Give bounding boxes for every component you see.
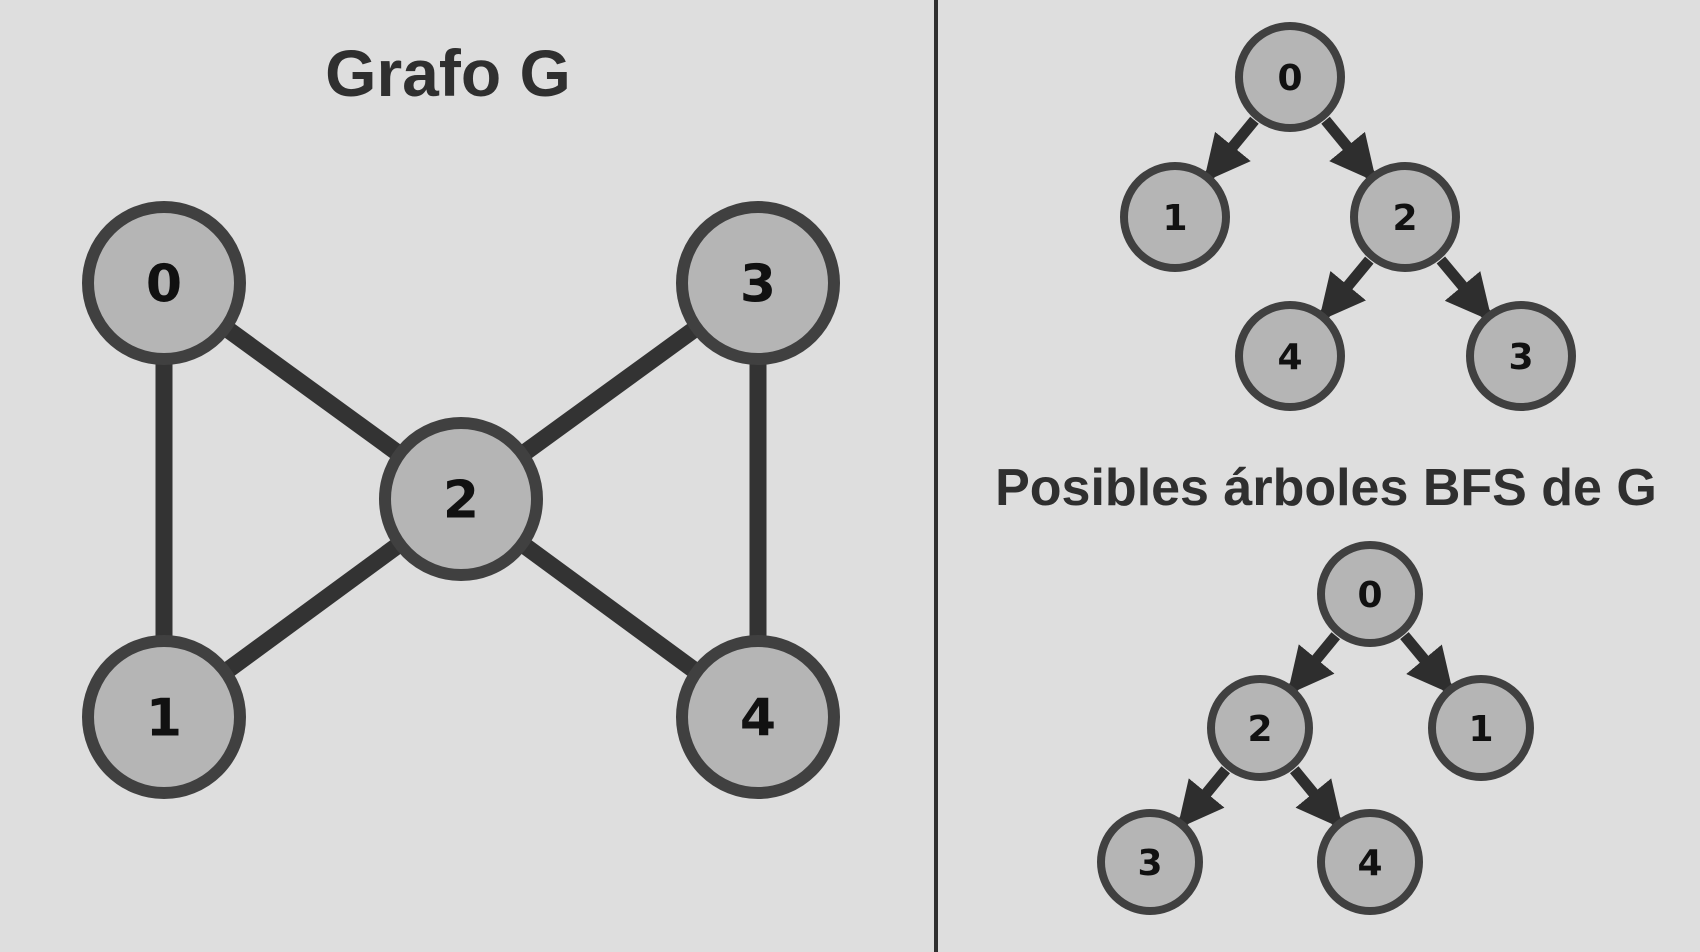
graph-title: Grafo G <box>325 36 571 110</box>
graph-node-0-circle <box>82 201 246 365</box>
bfs-tree-1-edge-2-3 <box>1436 256 1493 322</box>
graph-node-0: 0 <box>82 201 246 365</box>
bfs-tree-2-edge-0-2 <box>1287 632 1340 695</box>
graph-node-4-label: 4 <box>740 689 776 749</box>
bfs-tree-2-edge-2-4 <box>1290 766 1343 829</box>
bfs-tree-2-node-3-circle <box>1097 809 1203 915</box>
graph-node-1-circle <box>82 635 246 799</box>
bfs-tree-2-node-3: 3 <box>1097 809 1203 915</box>
bfs-tree-1-edge-0-2 <box>1321 116 1377 183</box>
bfs-tree-1-node-0-label: 0 <box>1277 58 1302 99</box>
graph-node-4-circle <box>676 635 840 799</box>
bfs-tree-2-node-1-label: 1 <box>1468 709 1493 750</box>
bfs-tree-2-node-3-label: 3 <box>1137 843 1162 884</box>
graph-node-0-label: 0 <box>146 255 182 315</box>
bfs-tree-2-node-4: 4 <box>1317 809 1423 915</box>
bfs-tree-2-node-2: 2 <box>1207 675 1313 781</box>
bfs-tree-2-edge-0-1 <box>1400 632 1454 695</box>
graph-node-2-label: 2 <box>443 471 479 531</box>
graph-node-2-circle <box>379 417 543 581</box>
bfs-tree-1-edge-0-1 <box>1203 116 1259 183</box>
graph-node-3-label: 3 <box>740 255 776 315</box>
bfs-tree-1-node-2-circle <box>1350 162 1460 272</box>
bfs-section-title: Posibles árboles BFS de G <box>995 459 1657 517</box>
bfs-tree-2-node-0-circle <box>1317 541 1423 647</box>
bfs-tree-2-node-1: 1 <box>1428 675 1534 781</box>
graph-node-3: 3 <box>676 201 840 365</box>
bfs-tree-1-node-4-label: 4 <box>1277 337 1302 378</box>
bfs-tree-2-edge-2-3 <box>1177 766 1230 829</box>
bfs-tree-2-node-1-circle <box>1428 675 1534 781</box>
bfs-tree-1-node-2-label: 2 <box>1392 198 1417 239</box>
bfs-tree-1-node-3: 3 <box>1466 301 1576 411</box>
bfs-tree-2-node-0-label: 0 <box>1357 575 1382 616</box>
bfs-tree-1-node-2: 2 <box>1350 162 1460 272</box>
graph-nodes: 0 1 2 3 4 <box>82 201 840 799</box>
graph-node-2: 2 <box>379 417 543 581</box>
bfs-tree-1-node-4: 4 <box>1235 301 1345 411</box>
bfs-tree-1-node-0: 0 <box>1235 22 1345 132</box>
bfs-tree-1-node-1: 1 <box>1120 162 1230 272</box>
bfs-tree-2-node-2-label: 2 <box>1247 709 1272 750</box>
bfs-tree-1: 0 1 2 4 3 <box>1120 22 1576 411</box>
bfs-tree-2-node-0: 0 <box>1317 541 1423 647</box>
bfs-tree-2: 0 2 1 3 4 <box>1097 541 1534 915</box>
bfs-tree-2-node-2-circle <box>1207 675 1313 781</box>
graph-node-3-circle <box>676 201 840 365</box>
bfs-tree-2-node-4-circle <box>1317 809 1423 915</box>
graph-node-4: 4 <box>676 635 840 799</box>
bfs-tree-1-node-3-label: 3 <box>1508 337 1533 378</box>
bfs-tree-2-node-4-label: 4 <box>1357 843 1382 884</box>
bfs-tree-1-node-1-label: 1 <box>1162 198 1187 239</box>
bfs-tree-1-node-4-circle <box>1235 301 1345 411</box>
bfs-tree-1-edge-2-4 <box>1318 256 1374 322</box>
bfs-tree-1-node-0-circle <box>1235 22 1345 132</box>
graph-node-1-label: 1 <box>146 689 182 749</box>
bfs-tree-1-node-3-circle <box>1466 301 1576 411</box>
graph-node-1: 1 <box>82 635 246 799</box>
bfs-tree-1-node-1-circle <box>1120 162 1230 272</box>
